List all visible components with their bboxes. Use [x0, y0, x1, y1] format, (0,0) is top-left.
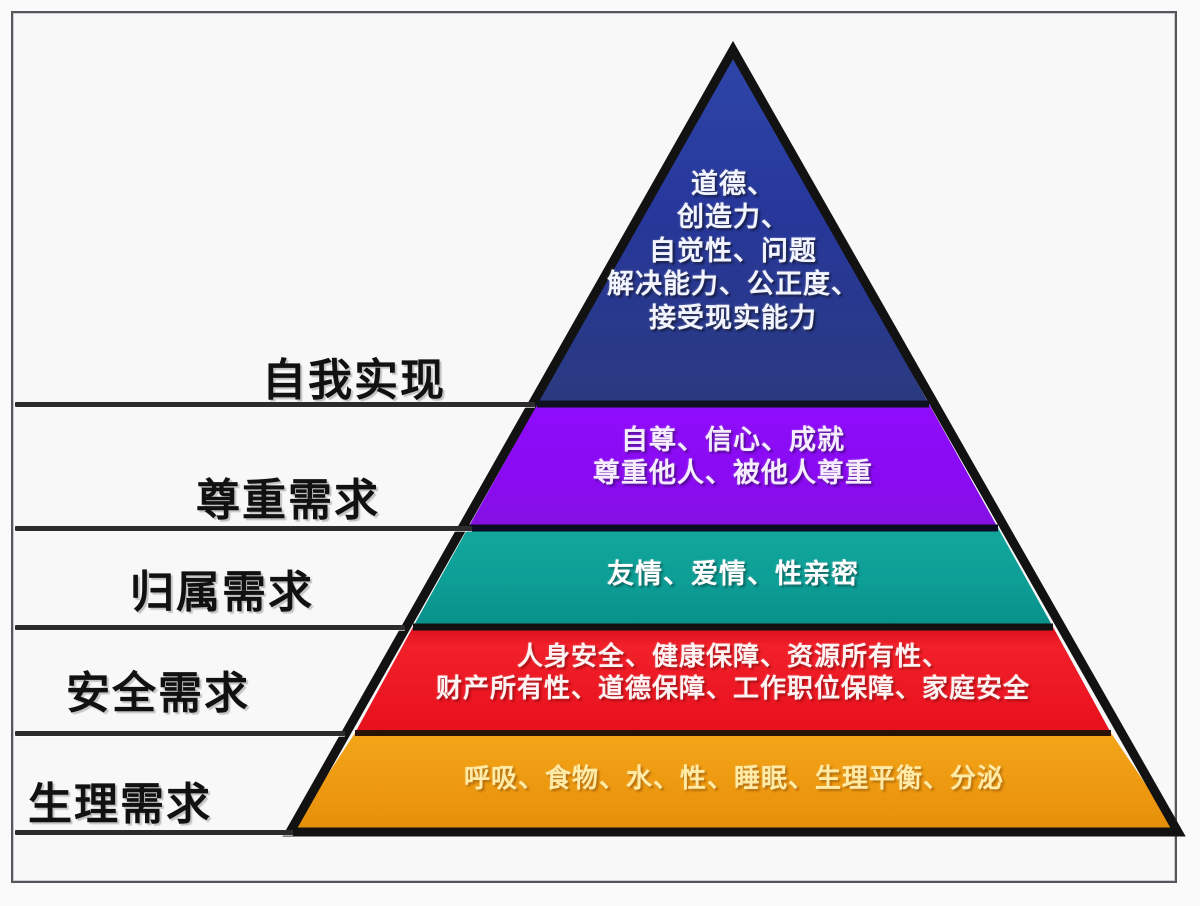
tier-divider-safety: [15, 731, 345, 736]
tier-text-belonging: 友情、爱情、性亲密: [607, 559, 859, 590]
tier-text-esteem: 自尊、信心、成就 尊重他人、被他人尊重: [593, 425, 873, 490]
tier-label-safety: 安全需求: [66, 668, 250, 719]
tier-label-self-actualization: 自我实现: [262, 355, 446, 406]
tier-divider-physiological: [15, 830, 293, 835]
tier-divider-esteem: [15, 526, 472, 531]
tier-text-physiological: 呼吸、食物、水、性、睡眠、生理平衡、分泌: [463, 764, 1004, 794]
tier-text-safety: 人身安全、健康保障、资源所有性、 财产所有性、道德保障、工作职位保障、家庭安全: [435, 642, 1030, 705]
tier-label-belonging: 归属需求: [130, 567, 314, 618]
tier-label-esteem: 尊重需求: [196, 475, 380, 526]
tier-divider-belonging: [15, 625, 405, 630]
tier-label-physiological: 生理需求: [28, 779, 212, 830]
tier-divider-self-actualization: [15, 402, 535, 407]
tier-text-self-actualization: 道德、 创造力、 自觉性、问题 解决能力、公正度、 接受现实能力: [607, 169, 859, 334]
